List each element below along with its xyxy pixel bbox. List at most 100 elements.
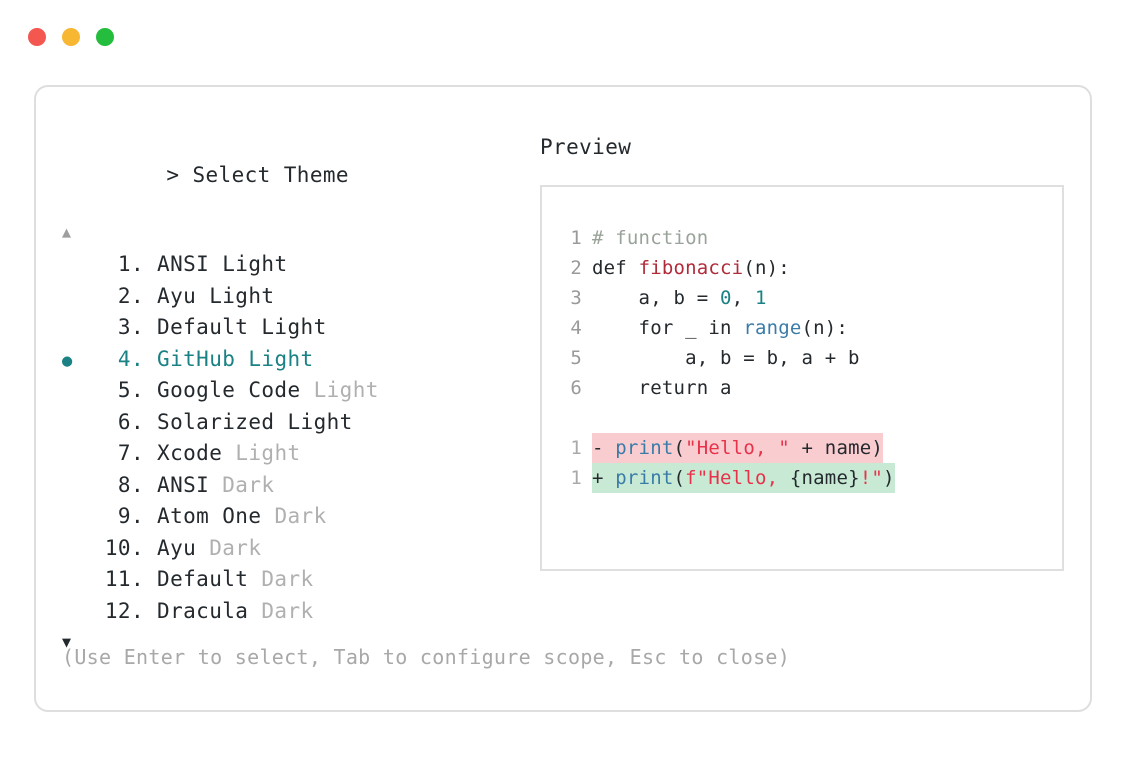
theme-list-item[interactable]: 2. Ayu Light (62, 281, 532, 313)
code-line-content: return a (592, 373, 732, 403)
theme-item-index: 7. (117, 441, 144, 465)
code-token: (n): (743, 257, 790, 279)
code-token: 0 (720, 287, 732, 309)
line-number: 1 (570, 227, 582, 249)
line-number: 2 (570, 257, 582, 279)
line-number: 3 (570, 287, 582, 309)
bullet-placeholder (62, 377, 92, 409)
theme-item-index: 1. (117, 252, 144, 276)
theme-item-name: ANSI (144, 252, 223, 276)
diff-added-line: 1 + print(f"Hello, {name}!") (560, 463, 1062, 493)
bullet-placeholder (62, 283, 92, 315)
preview-label: Preview (540, 135, 632, 159)
theme-item-index: 5. (117, 378, 144, 402)
theme-item-name: GitHub (144, 346, 249, 371)
window-titlebar (28, 28, 114, 46)
theme-item-variant: Dark (274, 504, 327, 528)
code-token: !" (859, 467, 884, 489)
close-dot[interactable] (28, 28, 46, 46)
theme-item-index: 10. (104, 535, 144, 560)
diff-block: 1 - print("Hello, " + name) 1 + print(f"Hel… (560, 433, 1062, 493)
theme-item-name: ANSI (144, 472, 223, 497)
code-token: for _ in (592, 317, 744, 339)
code-token: fibonacci (638, 257, 744, 279)
minimize-dot[interactable] (62, 28, 80, 46)
theme-item-index: 8. (117, 472, 144, 497)
code-token: def (592, 257, 639, 279)
theme-item-name: Ayu (144, 283, 210, 308)
theme-list-item[interactable]: 6. Solarized Light (62, 407, 532, 439)
theme-picker-card: > Select Theme ▲ 1. ANSI Light 2. Ayu Li… (34, 85, 1092, 712)
code-token: range (743, 317, 802, 339)
theme-list-item[interactable]: 8. ANSI Dark (62, 470, 532, 502)
bullet-placeholder (62, 535, 92, 567)
theme-item-variant: Light (313, 378, 379, 402)
theme-list-item[interactable]: 9. Atom One Dark (62, 501, 532, 533)
code-line: 3 a, b = 0, 1 (560, 283, 1062, 313)
theme-item-index: 9. (117, 504, 144, 528)
code-token: print (615, 467, 674, 489)
theme-item-index: 6. (117, 409, 144, 434)
code-line: 5 a, b = b, a + b (560, 343, 1062, 373)
diff-highlight: - print("Hello, " + name) (592, 433, 884, 463)
diff-sign: - (592, 437, 616, 459)
theme-item-name: Xcode (144, 441, 236, 465)
page-title-text: Select Theme (192, 163, 349, 187)
code-line-content: def fibonacci(n): (592, 253, 790, 283)
theme-item-variant: Dark (209, 535, 262, 560)
theme-item-variant: Dark (222, 472, 275, 497)
theme-item-name: Ayu (144, 535, 210, 560)
theme-list-item[interactable]: 7. Xcode Light (62, 438, 532, 470)
bullet-placeholder (62, 503, 92, 535)
code-token: ( (673, 467, 686, 489)
theme-item-name: Default (144, 315, 262, 339)
theme-item-variant: Light (235, 441, 301, 465)
keyboard-hint: (Use Enter to select, Tab to configure s… (62, 645, 791, 669)
bullet-placeholder (62, 409, 92, 441)
code-token: # function (592, 227, 709, 249)
theme-item-index: 2. (117, 283, 144, 308)
diff-sign: + (592, 467, 616, 489)
scroll-down-icon[interactable]: ▼ (62, 633, 72, 651)
prompt-caret-icon: > (166, 163, 180, 187)
theme-list-item[interactable]: 11. Default Dark (62, 564, 532, 596)
theme-list-item[interactable]: ●4. GitHub Light (62, 344, 532, 376)
theme-item-variant: Light (209, 283, 275, 308)
bullet-placeholder (62, 251, 92, 283)
theme-list-item[interactable]: 10. Ayu Dark (62, 533, 532, 565)
theme-item-index: 12. (104, 598, 144, 623)
code-line-content: # function (592, 223, 708, 253)
code-line: 1 # function (560, 223, 1062, 253)
theme-item-index: 4. (117, 346, 144, 371)
bullet-placeholder (62, 566, 92, 598)
line-number: 1 (570, 437, 582, 459)
code-token: , (731, 287, 755, 309)
code-token: + name) (789, 437, 884, 459)
theme-list-item[interactable]: 3. Default Light (62, 312, 532, 344)
maximize-dot[interactable] (96, 28, 114, 46)
line-number: 6 (570, 377, 582, 399)
bullet-placeholder (62, 472, 92, 504)
theme-list-item[interactable]: 5. Google Code Light (62, 375, 532, 407)
code-token: return a (592, 377, 732, 399)
diff-highlight: + print(f"Hello, {name}!") (592, 463, 895, 493)
theme-item-variant: Light (261, 315, 327, 339)
code-line: 4 for _ in range(n): (560, 313, 1062, 343)
code-token: a, b = b, a + b (592, 347, 860, 369)
theme-item-index: 3. (117, 315, 144, 339)
diff-removed-line: 1 - print("Hello, " + name) (560, 433, 1062, 463)
theme-list-item[interactable]: 12. Dracula Dark (62, 596, 532, 628)
scroll-up-icon[interactable]: ▲ (62, 223, 72, 241)
theme-item-variant: Dark (261, 598, 314, 623)
theme-list-item[interactable]: 1. ANSI Light (62, 249, 532, 281)
bullet-placeholder (62, 440, 92, 472)
theme-list-panel: > Select Theme ▲ 1. ANSI Light 2. Ayu Li… (62, 133, 532, 653)
theme-item-variant: Dark (261, 567, 314, 591)
line-number: 1 (570, 467, 582, 489)
theme-item-variant: Light (287, 409, 353, 434)
code-token: 1 (754, 287, 767, 309)
selected-bullet-icon: ● (62, 350, 73, 371)
bullet-placeholder (62, 314, 92, 346)
line-number: 5 (570, 347, 582, 369)
code-token: f"Hello, (685, 467, 790, 489)
